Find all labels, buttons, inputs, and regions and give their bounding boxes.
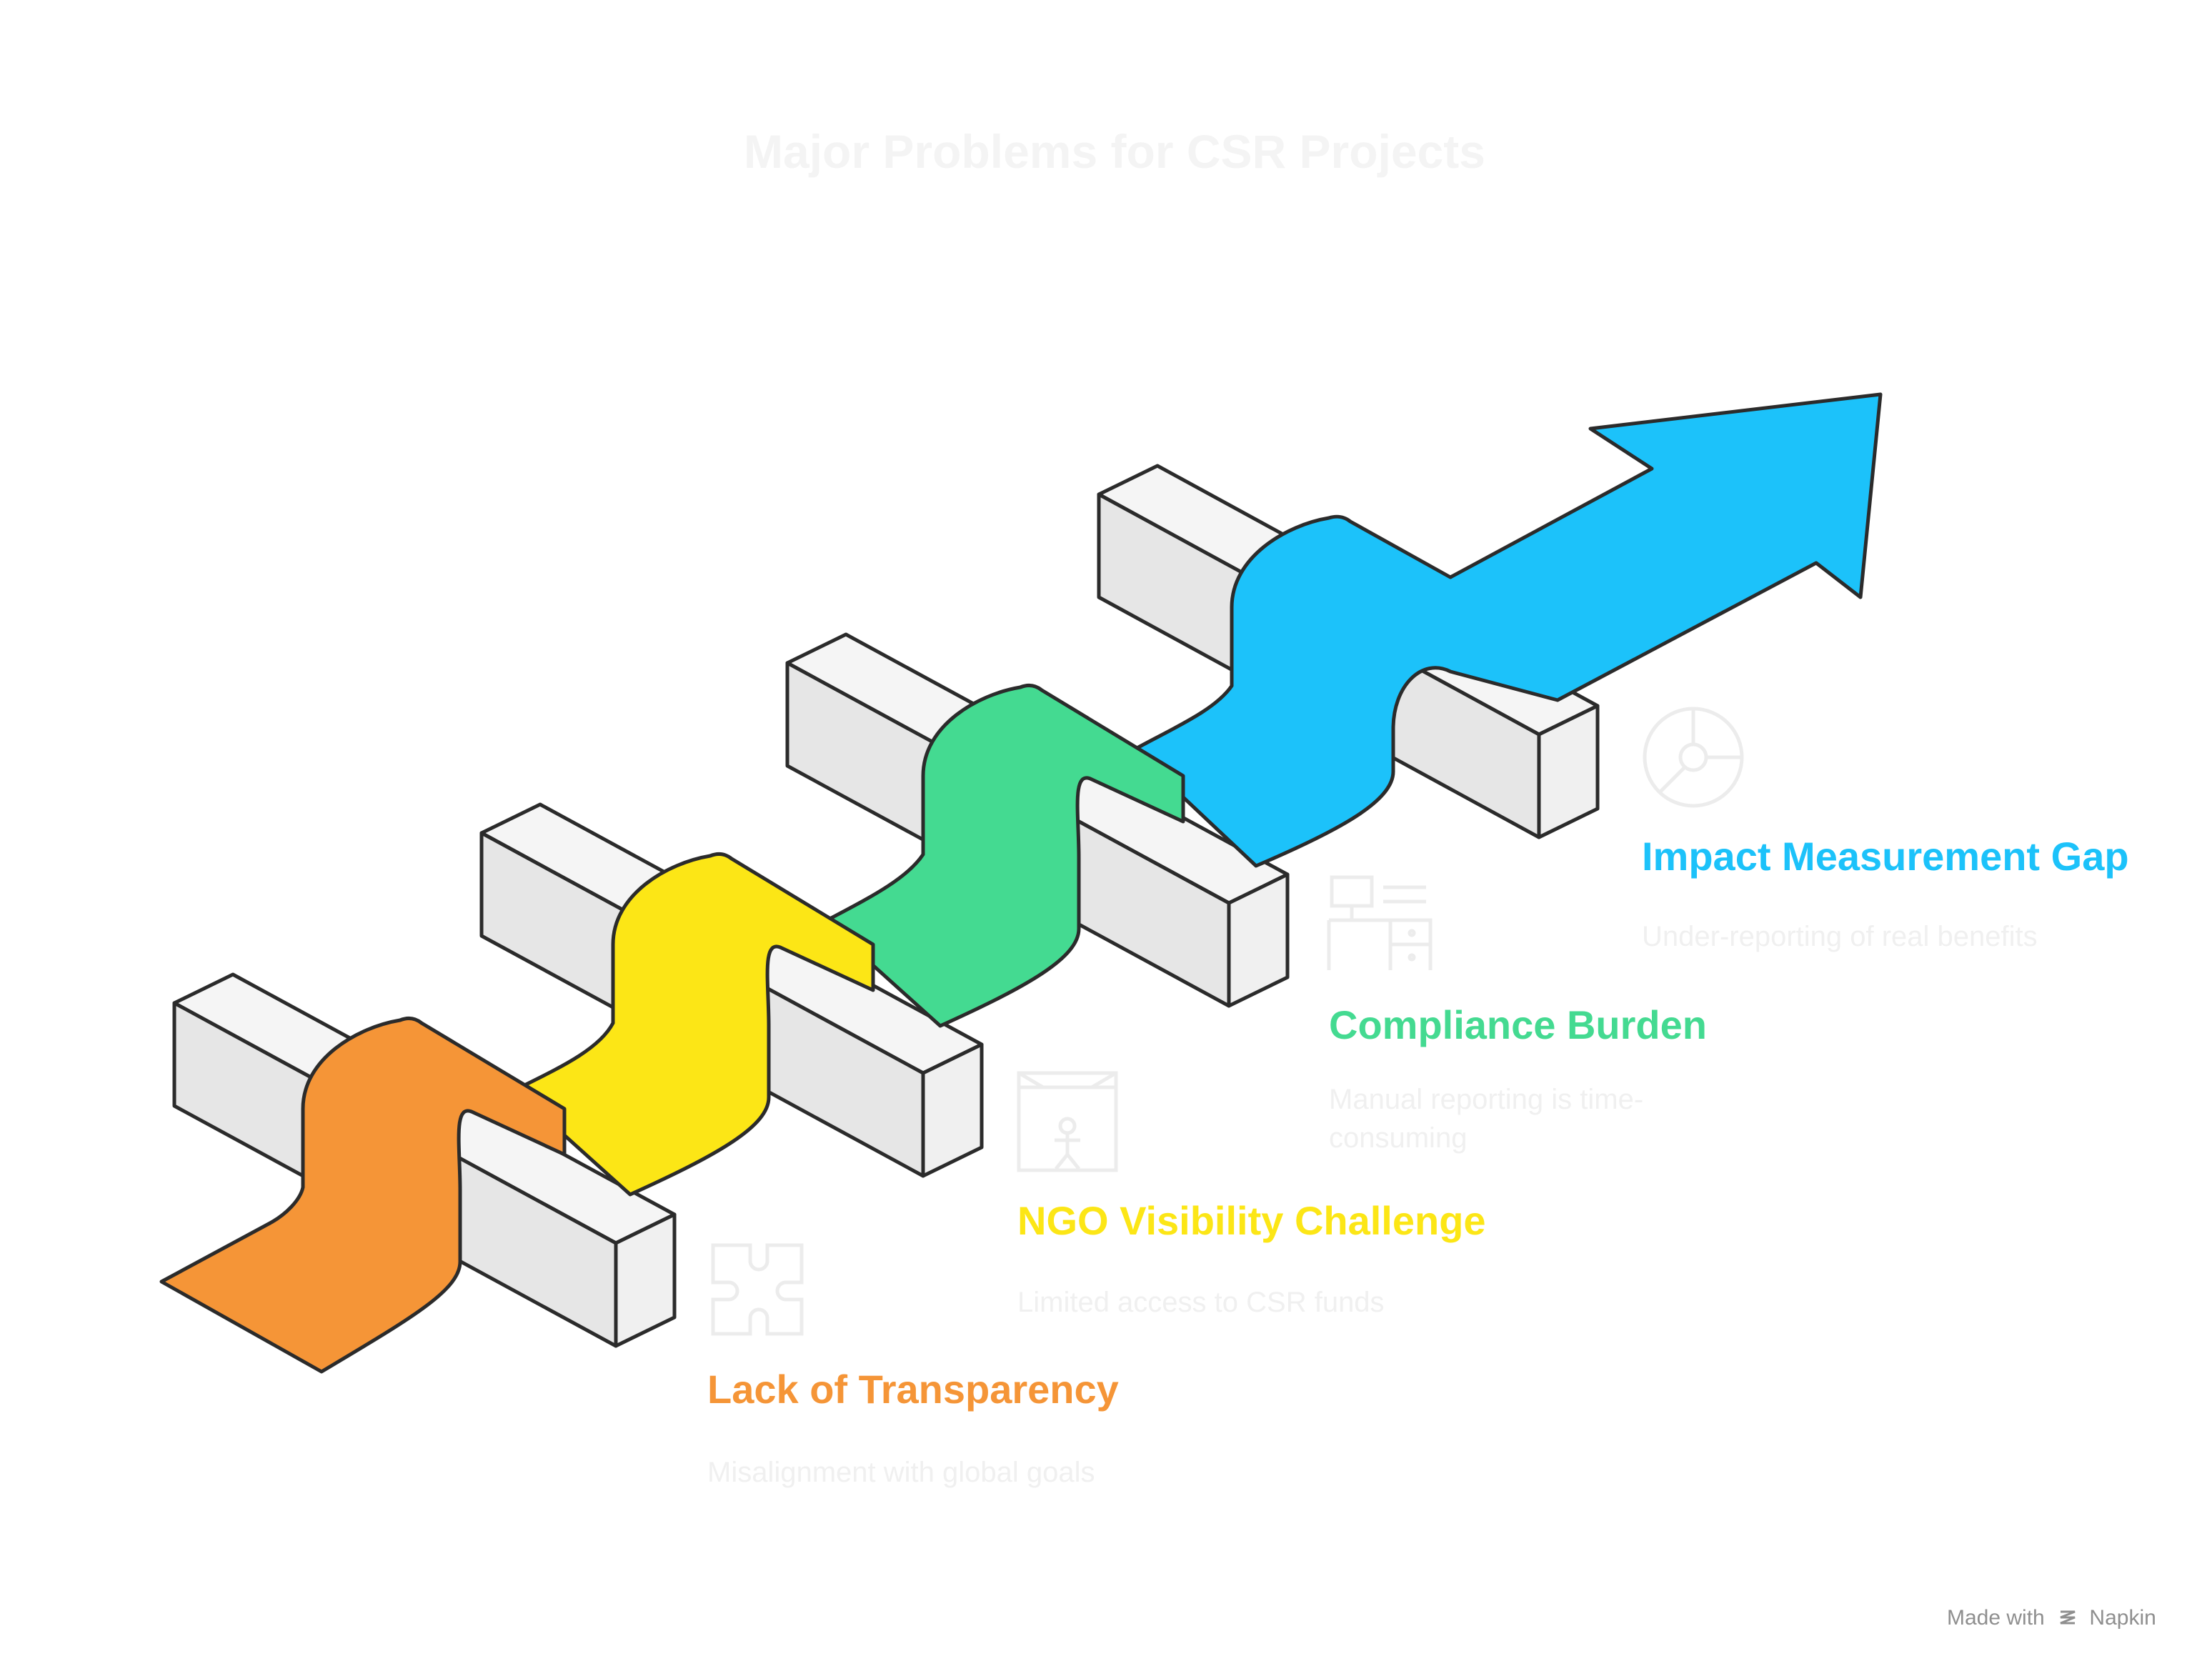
step-label-impact-measurement-gap: Impact Measurement Gap	[1642, 834, 2129, 879]
napkin-logo-icon	[2060, 1610, 2076, 1625]
pie-chart-icon	[1643, 707, 1744, 808]
made-with-text: Made with	[1947, 1606, 2045, 1630]
napkin-brand-text: Napkin	[2089, 1606, 2156, 1630]
step-description-lack-of-transparency: Misalignment with global goals	[707, 1457, 1095, 1488]
step-label-compliance-burden: Compliance Burden	[1329, 1002, 1707, 1047]
ribbon-segment-yellow	[512, 852, 875, 1197]
step-description-ngo-visibility-challenge: Limited access to CSR funds	[1017, 1287, 1385, 1318]
ribbon-segment-blue	[1131, 392, 1883, 868]
step-label-lack-of-transparency: Lack of Transparency	[707, 1367, 1119, 1412]
diagram-title: Major Problems for CSR Projects	[744, 125, 1485, 178]
puzzle-icon	[711, 1243, 804, 1336]
stage-performer-icon	[1017, 1071, 1118, 1172]
step-description-impact-measurement-gap: Under-reporting of real benefits	[1642, 921, 2038, 952]
made-with-napkin-footer: Made with Napkin	[1947, 1606, 2156, 1630]
ribbon-segment-green	[822, 683, 1185, 1028]
desk-monitor-icon	[1327, 875, 1433, 970]
step-label-ngo-visibility-challenge: NGO Visibility Challenge	[1017, 1198, 1486, 1243]
step-description-compliance-burden: Manual reporting is time-consuming	[1329, 1084, 1644, 1154]
ribbon-segment-orange	[159, 1016, 567, 1374]
